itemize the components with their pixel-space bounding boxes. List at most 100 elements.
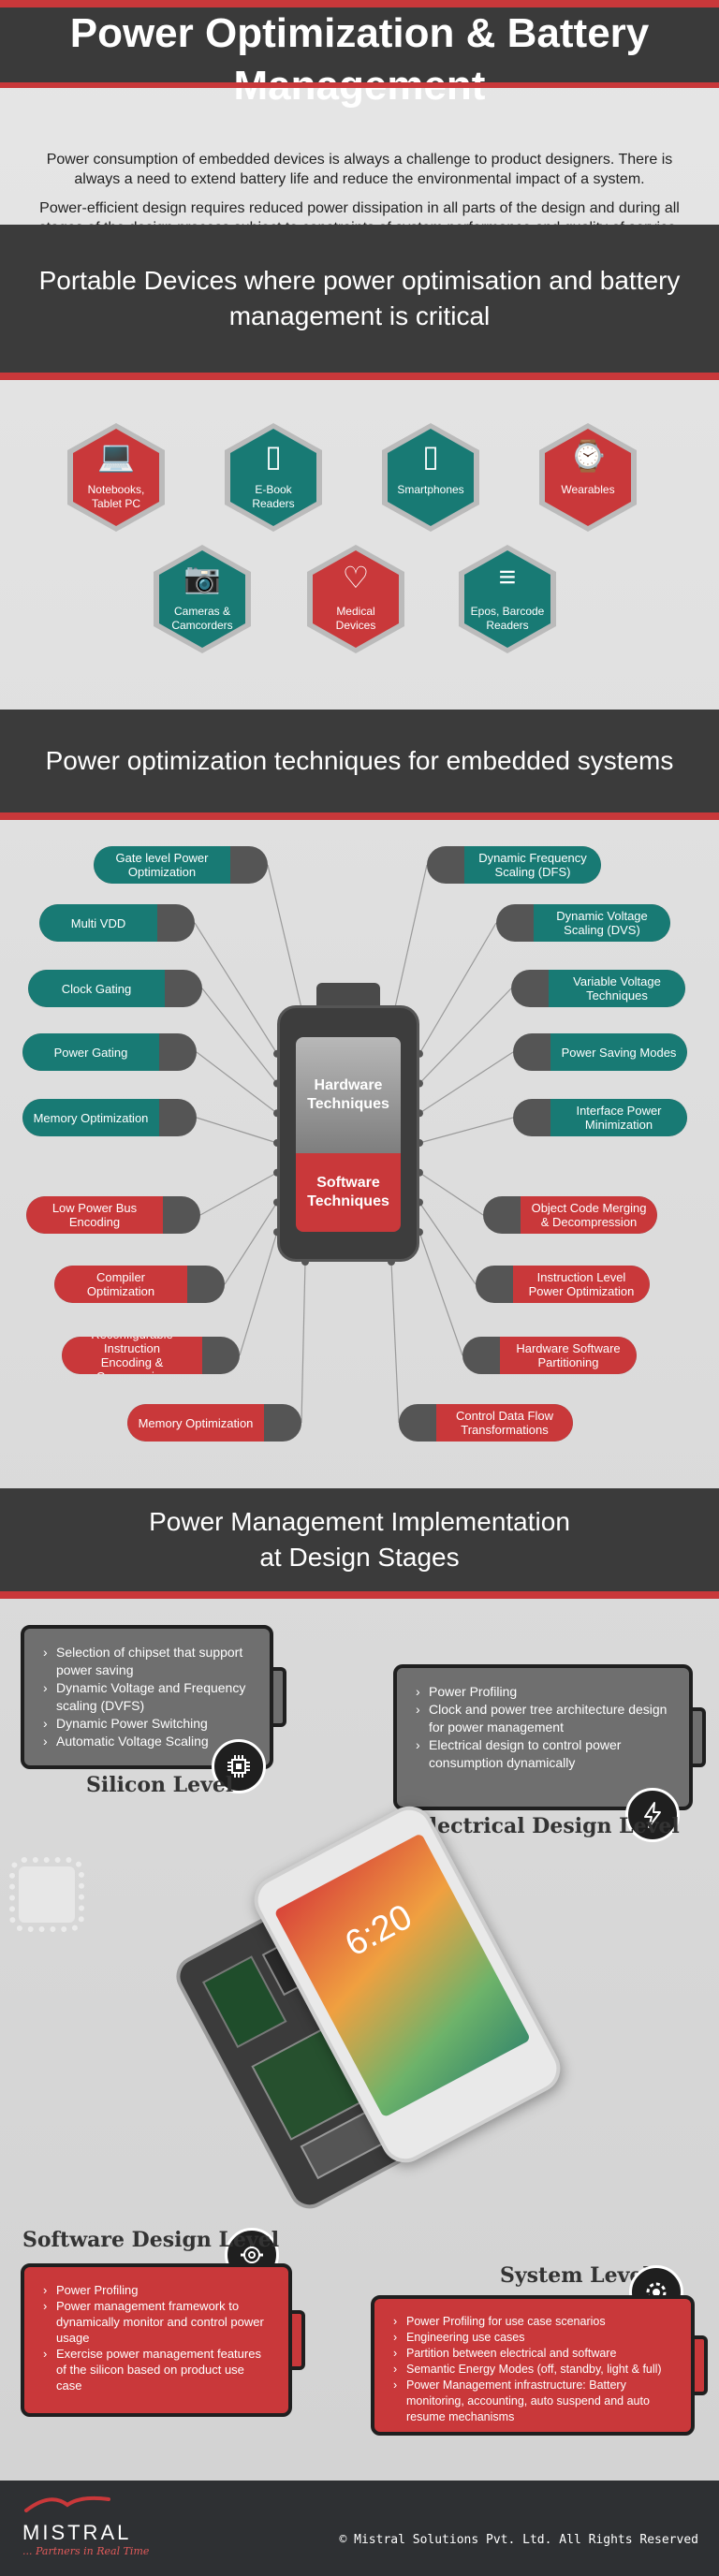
chip-icon xyxy=(212,1739,266,1793)
system-level-card: Power Profiling for use case scenariosEn… xyxy=(371,2295,708,2436)
connector-line xyxy=(196,1117,278,1144)
stage-list-item: Dynamic Voltage and Frequency scaling (D… xyxy=(43,1679,251,1715)
ebook-icon: ▯ xyxy=(265,439,282,473)
connector-line xyxy=(194,922,278,1055)
technique-pill: Object Code Merging& Decompression xyxy=(483,1196,657,1234)
smartphone-icon: ▯ xyxy=(422,439,439,473)
camera-icon: 📷 xyxy=(183,561,221,594)
electrical-level-list: Power ProfilingClock and power tree arch… xyxy=(397,1668,689,1787)
technique-label: Memory Optimization xyxy=(22,1099,159,1136)
device-hexagon: ⌚ Wearables xyxy=(532,421,644,534)
phone-clock-text: 6:20 xyxy=(338,1896,418,1965)
stages-title-line2: at Design Stages xyxy=(259,1543,460,1572)
technique-label: Power Gating xyxy=(22,1033,159,1071)
connector-line xyxy=(390,1261,400,1424)
title-divider xyxy=(0,82,719,88)
connector-line xyxy=(201,988,278,1084)
device-label: Notebooks,Tablet PC xyxy=(87,483,145,510)
connector-line xyxy=(199,1172,278,1216)
connector-line xyxy=(418,1051,514,1114)
stage-list-item: Electrical design to control power consu… xyxy=(416,1736,670,1772)
software-level-list: Power ProfilingPower management framewor… xyxy=(24,2267,288,2408)
silicon-level-label: Silicon Level xyxy=(86,1773,234,1797)
smartwatch-icon: ⌚ xyxy=(569,439,607,473)
silicon-level-card: Selection of chipset that support power … xyxy=(21,1625,286,1769)
medical-monitor-icon: ♡ xyxy=(342,561,370,594)
stage-list-item: Power Profiling xyxy=(43,2282,270,2298)
device-label: Cameras &Camcorders xyxy=(171,605,233,632)
mistral-logo: MISTRAL ... Partners in Real Time xyxy=(22,2490,172,2565)
intro-paragraph-1: Power consumption of embedded devices is… xyxy=(46,152,673,187)
laptop-icon: 💻 xyxy=(97,439,135,473)
connector-line xyxy=(418,922,497,1055)
power-bolt-icon xyxy=(625,1788,680,1842)
connector-line xyxy=(301,1261,306,1424)
technique-pill: Memory Optimization xyxy=(127,1404,301,1442)
connector-line xyxy=(224,1202,278,1285)
device-label: Smartphones xyxy=(397,483,464,496)
stage-list-item: Semantic Energy Modes (off, standby, lig… xyxy=(393,2362,672,2378)
technique-label: Memory Optimization xyxy=(127,1404,264,1442)
techniques-title: Power optimization techniques for embedd… xyxy=(45,746,674,775)
stage-list-item: Dynamic Power Switching xyxy=(43,1715,251,1733)
stages-title-line1: Power Management Implementation xyxy=(149,1507,570,1536)
mistral-logo-mark xyxy=(24,2496,110,2512)
chip-watermark-icon xyxy=(9,1857,84,1932)
technique-pill: Power Gating xyxy=(22,1033,197,1071)
stage-list-item: Engineering use cases xyxy=(393,2330,672,2346)
connector-line xyxy=(239,1232,278,1356)
stage-list-item: Exercise power management features of th… xyxy=(43,2346,270,2393)
devices-section-header: Portable Devices where power optimisatio… xyxy=(0,225,719,380)
system-level-list: Power Profiling for use case scenariosEn… xyxy=(374,2299,691,2440)
silicon-level-list: Selection of chipset that support power … xyxy=(24,1629,270,1765)
techniques-section-header: Power optimization techniques for embedd… xyxy=(0,710,719,820)
devices-title-line1: Portable Devices where power optimisatio… xyxy=(38,266,681,295)
device-label: Wearables xyxy=(561,483,615,496)
stage-list-item: Selection of chipset that support power … xyxy=(43,1644,251,1679)
device-hexagon: 📷 Cameras &Camcorders xyxy=(146,543,258,655)
technique-pill: Power Saving Modes xyxy=(513,1033,687,1071)
software-level-label: Software Design Level xyxy=(22,2228,280,2252)
electrical-level-label: Electrical Design Level xyxy=(414,1814,680,1838)
page-title-line1: Power Optimization & Battery xyxy=(69,10,650,56)
barcode-scanner-icon: ≡ xyxy=(498,560,517,593)
stage-list-item: Power Management infrastructure: Battery… xyxy=(393,2378,672,2425)
software-level-card: Power ProfilingPower management framewor… xyxy=(21,2263,305,2417)
connector-line xyxy=(418,1202,477,1285)
battery-graphic: Hardware Techniques Software Techniques xyxy=(277,983,419,1262)
brand-tagline: ... Partners in Real Time xyxy=(22,2545,150,2557)
technique-label: Power Saving Modes xyxy=(550,1033,687,1071)
connector-line xyxy=(267,864,306,1025)
connector-line xyxy=(418,1117,514,1144)
phone-illustration: 6:20 xyxy=(169,1797,580,2237)
technique-pill: Memory Optimization xyxy=(22,1099,197,1136)
stage-list-item: Power management framework to dynamicall… xyxy=(43,2298,270,2346)
connector-line xyxy=(196,1051,278,1114)
brand-name: MISTRAL xyxy=(22,2521,132,2544)
stage-list-item: Automatic Voltage Scaling xyxy=(43,1733,251,1750)
stage-list-item: Clock and power tree architecture design… xyxy=(416,1701,670,1736)
device-hexagon: ▯ Smartphones xyxy=(374,421,487,534)
connector-line xyxy=(390,864,428,1025)
